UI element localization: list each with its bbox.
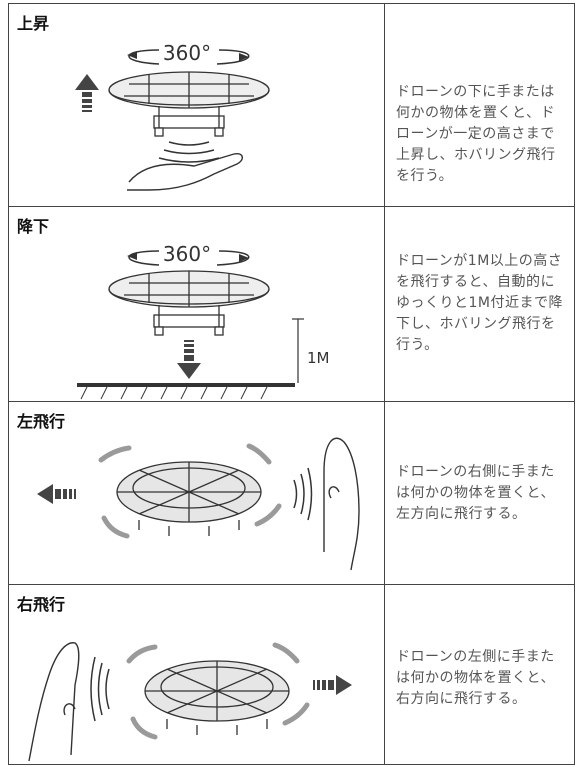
row-descend: 降下 360° xyxy=(9,207,574,401)
drone-icon xyxy=(108,71,270,137)
height-marker-icon xyxy=(292,318,304,383)
hand-icon xyxy=(28,642,80,762)
row-description: ドローンの右側に手または何かの物体を置くと、左方向に飛行する。 xyxy=(396,464,555,522)
row-title: 降下 xyxy=(17,217,50,236)
rotation-arrows-icon xyxy=(98,443,282,539)
ascend-illustration: 360° xyxy=(75,41,270,191)
row-description: ドローンの左側に手または何かの物体を置くと、右方向に飛行する。 xyxy=(396,649,555,707)
drone-icon xyxy=(116,461,262,536)
sensor-wave-icon xyxy=(293,467,313,521)
rotation-label: 360° xyxy=(163,41,211,65)
fly-right-illustration xyxy=(28,642,352,762)
rotation-arrow-icon xyxy=(127,49,250,65)
column-divider xyxy=(384,4,385,764)
row-fly-right: 右飛行 xyxy=(9,585,574,766)
down-arrow-icon xyxy=(177,340,201,379)
row-ascend: 上昇 360° xyxy=(9,4,574,206)
instruction-table: 上昇 360° xyxy=(8,3,575,765)
row-title: 上昇 xyxy=(17,14,50,33)
rotation-arrow-icon xyxy=(127,250,250,266)
rotation-label: 360° xyxy=(163,242,211,266)
row-divider xyxy=(9,401,574,402)
descend-illustration: 360° xyxy=(77,242,330,400)
row-title: 右飛行 xyxy=(17,595,66,614)
drone-icon xyxy=(144,660,290,735)
fly-left-illustration xyxy=(37,437,360,571)
right-arrow-icon xyxy=(313,675,352,695)
row-description: ドローンの下に手または何かの物体を置くと、ドローンが一定の高さまで上昇し、ホバリ… xyxy=(396,84,556,184)
sensor-wave-icon xyxy=(158,141,220,163)
height-label: 1M xyxy=(307,349,330,367)
hand-icon xyxy=(127,152,243,191)
hand-icon xyxy=(323,437,360,571)
left-arrow-icon xyxy=(37,484,76,504)
row-divider xyxy=(9,206,574,207)
row-divider xyxy=(9,584,574,585)
sensor-wave-icon xyxy=(90,656,110,722)
row-description: ドローンが1M以上の高さを飛行すると、自動的にゆっくりと1M付近まで降下し、ホバ… xyxy=(396,253,563,353)
ground-icon xyxy=(77,383,295,400)
drone-icon xyxy=(108,270,270,336)
rotation-arrows-icon xyxy=(126,642,310,740)
row-fly-left: 左飛行 xyxy=(9,402,574,584)
row-title: 左飛行 xyxy=(17,412,66,431)
up-arrow-icon xyxy=(75,74,99,112)
